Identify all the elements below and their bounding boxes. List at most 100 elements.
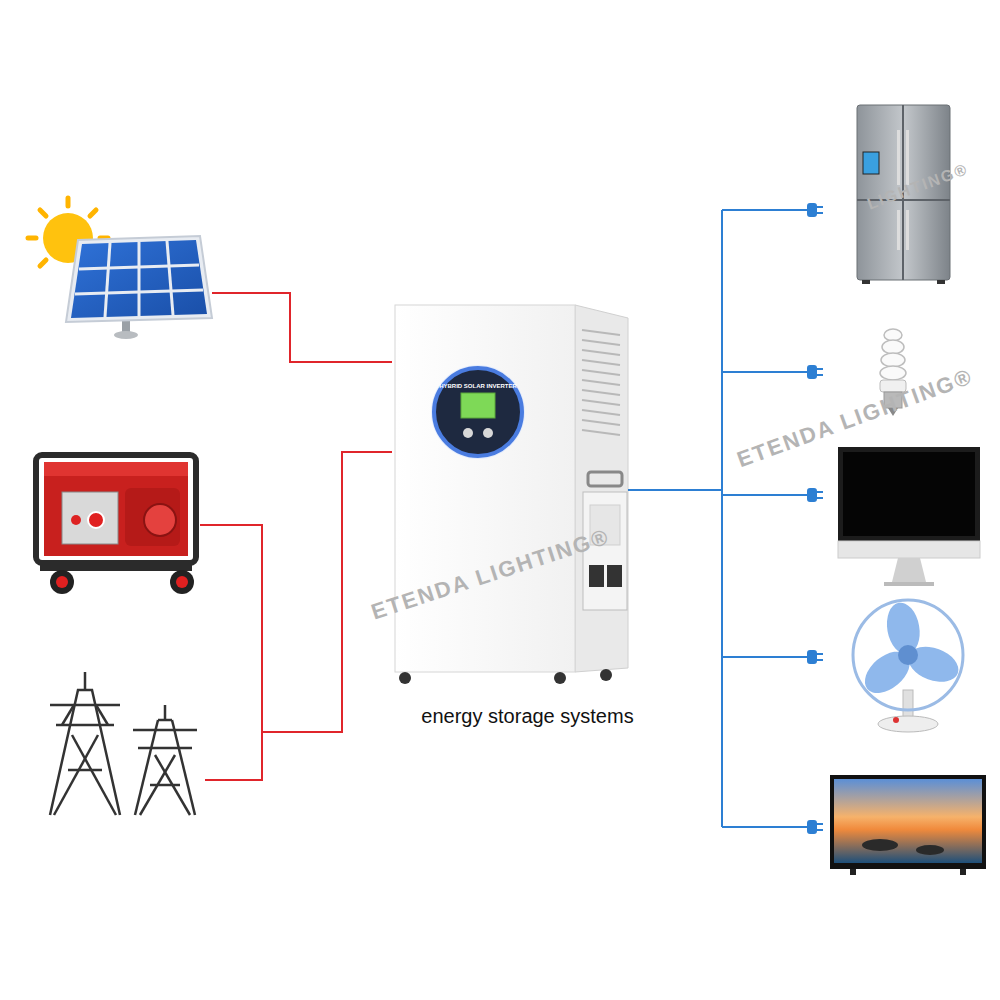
storage-unit-part-part [582, 420, 620, 425]
output-wire-part [721, 210, 723, 827]
light-bulb-part-part [884, 329, 902, 341]
sun-icon-part-part [66, 198, 71, 206]
power-grid-towers-part [50, 690, 120, 815]
generator-part [62, 492, 118, 544]
device-label: HYBRID SOLAR INVERTER [428, 383, 528, 390]
generator-part [44, 470, 188, 556]
refrigerator-part [897, 210, 900, 250]
generator-part [71, 515, 81, 525]
plug-icon-part [808, 489, 816, 501]
sun-icon-part-part [40, 260, 46, 266]
plug-icon-part [816, 659, 823, 661]
generator-part [44, 462, 188, 476]
computer-monitor-part [843, 452, 975, 536]
plug-icon-part [816, 653, 823, 655]
storage-unit [395, 305, 628, 684]
storage-unit-part [588, 472, 622, 486]
storage-unit-part [461, 393, 495, 418]
generator-part [176, 576, 188, 588]
plug-icon [808, 204, 823, 833]
plug-icon-part [808, 366, 816, 378]
storage-unit-part-part [582, 410, 620, 415]
storage-unit-part-part [582, 430, 620, 435]
storage-unit-part [431, 365, 525, 459]
electric-fan-part [893, 717, 899, 723]
output-wire-part [722, 826, 810, 828]
power-grid-towers-part [138, 747, 192, 750]
input-wire-part [262, 452, 392, 732]
power-grid-towers-part [96, 705, 108, 725]
solar-panel-part-part [105, 243, 110, 317]
plug-icon-part [816, 823, 823, 825]
storage-unit-part [600, 669, 612, 681]
refrigerator-part [897, 130, 900, 185]
generator-part [40, 563, 192, 571]
television-part [850, 869, 856, 875]
light-bulb-part-part [881, 353, 905, 367]
television [830, 775, 986, 875]
refrigerator-part [863, 152, 879, 174]
plug-icon-part [808, 204, 816, 216]
computer-monitor-part [838, 447, 980, 541]
light-bulb-part-part [880, 366, 906, 380]
storage-unit-part [589, 565, 604, 587]
storage-unit-node: HYBRID SOLAR INVERTER energy storage syst… [390, 300, 665, 740]
output-wire [628, 210, 810, 827]
output-wire-part [628, 489, 722, 491]
plug-icon-part [816, 497, 823, 499]
plug-icon-part [808, 821, 816, 833]
generator [36, 455, 196, 594]
refrigerator-part [902, 200, 904, 280]
storage-unit-part [399, 672, 411, 684]
storage-unit-part-part [582, 380, 620, 385]
sun-icon-part-part [90, 210, 96, 216]
electric-fan-part [878, 716, 938, 732]
solar-panel-part [114, 331, 138, 339]
input-wire-part [200, 525, 262, 780]
storage-unit-part-part [582, 340, 620, 345]
power-grid-towers-part [50, 704, 120, 707]
storage-unit-part-part [582, 390, 620, 395]
power-grid-towers-part [150, 784, 180, 787]
output-wire-part [722, 371, 810, 373]
storage-unit-part [607, 565, 622, 587]
plug-icon-part [816, 368, 823, 370]
solar-panel-part [75, 241, 203, 317]
generator-part [88, 512, 104, 528]
solar-panel-part-part [75, 290, 203, 294]
light-bulb-part-part [882, 340, 904, 354]
plug-icon-part [816, 206, 823, 208]
television-part [862, 839, 898, 851]
electric-fan-part [903, 690, 913, 718]
solar-panel-part-part [79, 265, 199, 269]
storage-unit-part [395, 305, 575, 672]
storage-unit-part [575, 305, 628, 672]
computer-monitor-part [892, 558, 926, 582]
refrigerator-part [862, 280, 870, 284]
plug-icon-part [816, 829, 823, 831]
output-wire-part [722, 656, 810, 658]
solar-panel-part-part [138, 242, 141, 316]
power-grid-towers-part [135, 720, 158, 815]
solar-panel-part [66, 236, 212, 322]
electric-fan-part [853, 600, 963, 710]
television-part [834, 779, 982, 863]
refrigerator-part [906, 210, 909, 250]
storage-unit-part-part [582, 370, 620, 375]
caption-text: energy storage systems [390, 704, 665, 728]
generator-part [125, 488, 180, 546]
power-grid-towers [50, 672, 197, 815]
input-wire-part [212, 293, 392, 362]
plug-icon-part [808, 651, 816, 663]
television-part [960, 869, 966, 875]
refrigerator-part [906, 130, 909, 185]
refrigerator-part [937, 280, 945, 284]
power-grid-towers-part [172, 720, 195, 815]
solar-panel-part-part [167, 241, 173, 315]
computer-monitor [838, 447, 980, 586]
computer-monitor-part [884, 582, 934, 586]
storage-unit-part-part [582, 350, 620, 355]
television-part [916, 845, 944, 855]
